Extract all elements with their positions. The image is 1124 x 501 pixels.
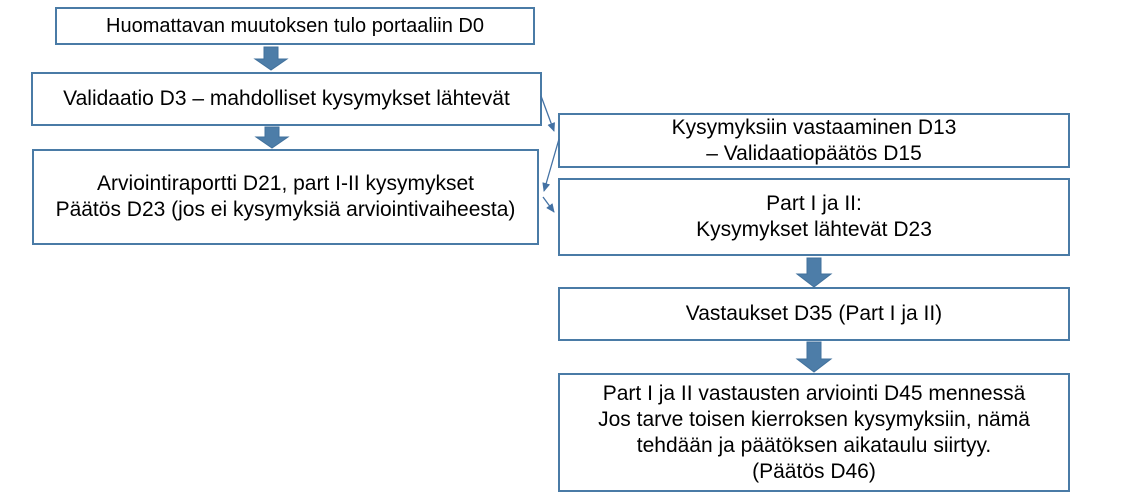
node-text: Part I ja II vastausten arviointi D45 me… bbox=[602, 381, 1026, 405]
block-arrow-validation-to-report bbox=[254, 126, 290, 149]
node-text: Arviointiraportti D21, part I-II kysymyk… bbox=[97, 172, 474, 195]
node-text: (Päätös D46) bbox=[752, 459, 876, 483]
node-part-questions: Part I ja II: Kysymykset lähtevät D23 bbox=[558, 178, 1070, 256]
node-text: Validaatio D3 – mahdolliset kysymykset l… bbox=[63, 87, 510, 110]
node-text: Päätös D23 (jos ei kysymyksiä arviointiv… bbox=[55, 198, 516, 221]
node-final-assessment: Part I ja II vastausten arviointi D45 me… bbox=[558, 373, 1070, 492]
connector-question-answering-to-report bbox=[542, 138, 560, 192]
block-arrow-answers-to-final bbox=[795, 341, 833, 373]
block-arrow-portal-to-validation bbox=[253, 46, 289, 71]
node-text: Jos tarve toisen kierroksen kysymyksiin,… bbox=[598, 407, 1030, 431]
connector-report-to-part-questions bbox=[542, 196, 555, 213]
block-arrow-partquestions-to-answers bbox=[795, 257, 833, 288]
node-text: tehdään ja päätöksen aikataulu siirtyy. bbox=[636, 433, 992, 457]
node-answers: Vastaukset D35 (Part I ja II) bbox=[558, 287, 1070, 341]
node-text: – Validaatiopäätös D15 bbox=[706, 141, 922, 165]
node-assessment-report: Arviointiraportti D21, part I-II kysymyk… bbox=[32, 149, 539, 245]
connector-validation-to-question-answering bbox=[540, 95, 555, 132]
node-text: Kysymyksiin vastaaminen D13 bbox=[671, 115, 957, 139]
node-text: Huomattavan muutoksen tulo portaaliin D0 bbox=[106, 15, 484, 37]
node-question-answering: Kysymyksiin vastaaminen D13 – Validaatio… bbox=[558, 113, 1070, 168]
node-text: Part I ja II: bbox=[766, 192, 862, 215]
node-portal-entry: Huomattavan muutoksen tulo portaaliin D0 bbox=[55, 7, 535, 45]
node-text: Kysymykset lähtevät D23 bbox=[696, 218, 932, 241]
node-text: Vastaukset D35 (Part I ja II) bbox=[685, 302, 943, 325]
node-validation: Validaatio D3 – mahdolliset kysymykset l… bbox=[31, 72, 542, 126]
